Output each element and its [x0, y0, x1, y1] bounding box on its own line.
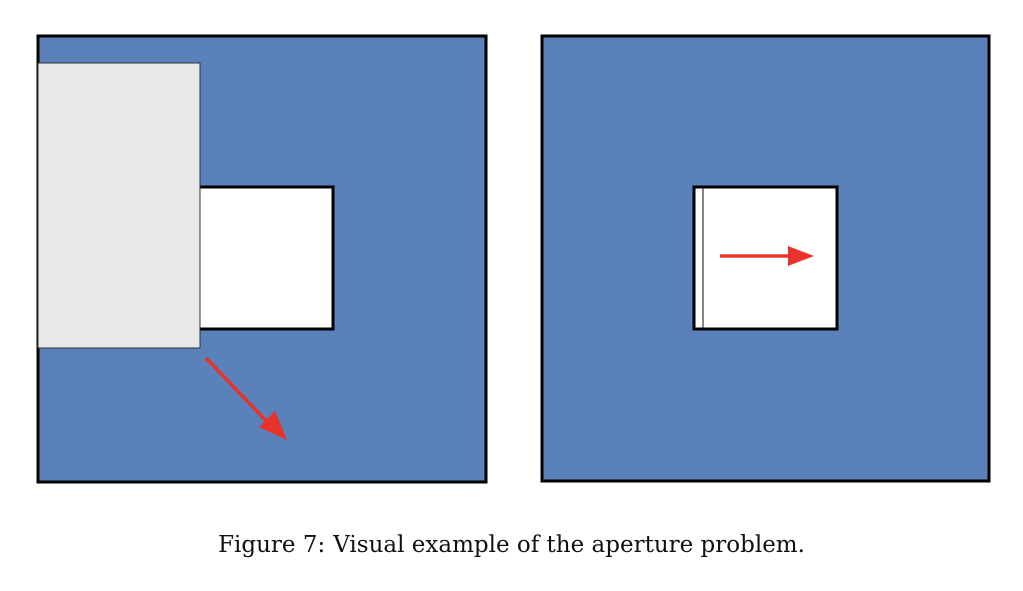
right-field: [540, 34, 991, 483]
diagonal-arrow-head: [259, 411, 287, 440]
occluding-rectangle: [37, 62, 201, 349]
left-aperture: [184, 185, 335, 331]
right-panel: [540, 34, 991, 483]
horizontal-arrow-head: [788, 246, 814, 266]
right-aperture: [692, 185, 839, 331]
caption-text: Visual example of the aperture problem.: [333, 532, 805, 558]
caption-label: Figure 7:: [218, 532, 326, 558]
diagonal-motion-arrow: [204, 356, 274, 429]
left-panel: [36, 34, 488, 484]
figure-caption: Figure 7: Visual example of the aperture …: [0, 532, 1023, 558]
